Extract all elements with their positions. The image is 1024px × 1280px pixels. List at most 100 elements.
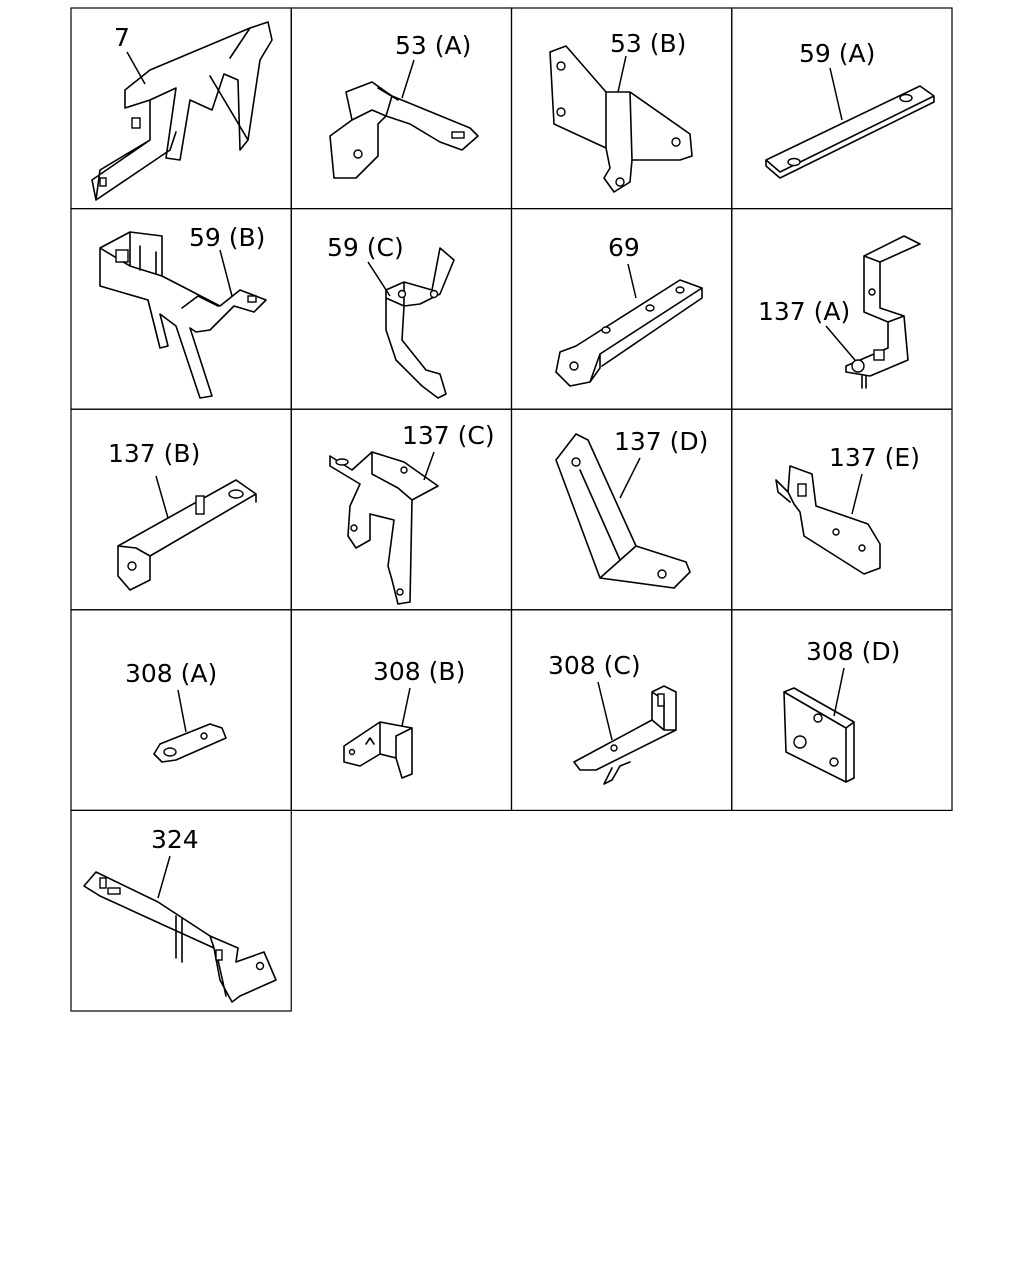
leader-53a: [401, 59, 415, 99]
label-308c: 308 (C): [548, 651, 641, 680]
label-53b: 53 (B): [610, 29, 686, 58]
part-308d: 308 (D): [783, 637, 900, 783]
part-137c-hole-1: [335, 458, 349, 466]
part-308a-hole-1: [163, 747, 177, 757]
label-308a: 308 (A): [125, 659, 217, 688]
label-7: 7: [114, 23, 130, 52]
leader-137c: [423, 451, 435, 481]
part-137c-hole-4: [396, 588, 404, 596]
part-53b-hole-4: [615, 177, 625, 187]
label-59c: 59 (C): [327, 233, 404, 262]
part-53b-hole-2: [556, 107, 566, 117]
part-7-drawing: [91, 21, 273, 201]
part-308c-hole: [610, 744, 618, 752]
part-137b-hole-1: [228, 489, 244, 499]
part-53a-slot: [451, 131, 465, 139]
part-308b-hole: [348, 748, 356, 756]
part-59c-hole-2: [429, 289, 439, 299]
part-59b: 59 (B): [99, 223, 267, 399]
part-137b: 137 (B): [108, 439, 257, 591]
part-137d-hole-2: [657, 569, 667, 579]
part-308a-hole-2: [200, 732, 208, 740]
part-137d-hole-1: [571, 457, 581, 467]
part-59a: 59 (A): [765, 39, 935, 179]
part-137a-drawing: [845, 235, 921, 389]
label-59b: 59 (B): [189, 223, 265, 252]
part-59b-nut: [115, 249, 129, 263]
part-69-drawing: [555, 279, 703, 387]
part-59c-drawing: [385, 247, 455, 399]
label-69: 69: [608, 233, 640, 262]
part-53a-hole: [353, 149, 363, 159]
leader-324: [157, 855, 171, 899]
part-59b-slot: [247, 295, 257, 303]
part-137a-clip: [873, 349, 885, 361]
part-137b-hole-2: [127, 561, 137, 571]
label-137d: 137 (D): [614, 427, 708, 456]
part-59a-hole-1: [787, 157, 801, 167]
part-308b-drawing: [343, 721, 413, 779]
label-137c: 137 (C): [402, 421, 495, 450]
part-53b-hole-3: [671, 137, 681, 147]
part-308c: 308 (C): [548, 651, 677, 785]
part-137c-drawing: [329, 451, 439, 605]
leader-7: [126, 51, 146, 85]
part-53a-drawing: [329, 81, 479, 179]
part-324-drawing: [83, 871, 277, 1003]
part-53a: 53 (A): [329, 31, 479, 179]
part-324-slot-1: [99, 877, 107, 889]
part-137d-drawing: [555, 433, 691, 589]
label-137a: 137 (A): [758, 297, 850, 326]
leader-137e: [851, 473, 863, 515]
part-59a-hole-2: [899, 93, 913, 103]
grid-cell: [70, 809, 292, 1012]
part-308a: 308 (A): [125, 659, 227, 763]
part-137b-drawing: [117, 479, 257, 591]
leader-308b: [401, 687, 411, 727]
part-69-hole-3: [675, 286, 685, 294]
label-53a: 53 (A): [395, 31, 471, 60]
leader-59b: [219, 249, 233, 297]
leader-53b: [617, 55, 627, 93]
part-324-hole: [255, 961, 265, 971]
part-308c-drawing: [573, 685, 677, 785]
part-308b-notch: [365, 737, 375, 745]
part-308d-hole-2: [793, 735, 807, 749]
part-7-slot: [131, 117, 141, 129]
part-53b-hole-1: [556, 61, 566, 71]
part-137e: 137 (E): [775, 443, 920, 575]
part-308d-drawing: [783, 687, 855, 783]
leader-59a: [829, 67, 843, 121]
part-324: 324: [83, 825, 277, 1003]
part-137e-hole-1: [832, 528, 840, 536]
part-59b-drawing: [99, 231, 267, 399]
part-308b: 308 (B): [343, 657, 465, 779]
part-137e-hole-2: [858, 544, 866, 552]
leader-308c: [597, 681, 613, 741]
part-137a-nut: [851, 359, 865, 373]
part-137c-hole-3: [350, 524, 358, 532]
part-53b: 53 (B): [549, 29, 693, 193]
part-324-slot-3: [215, 949, 223, 961]
label-137b: 137 (B): [108, 439, 200, 468]
part-7-slot-2: [99, 177, 107, 187]
part-53b-drawing: [549, 45, 693, 193]
part-137e-slot: [797, 483, 807, 497]
leader-137a: [825, 325, 861, 367]
part-137a: 137 (A): [758, 235, 921, 389]
label-308d: 308 (D): [806, 637, 900, 666]
part-308d-hole-1: [813, 713, 823, 723]
label-137e: 137 (E): [829, 443, 920, 472]
part-69-hole-4: [569, 361, 579, 371]
grid-cell: [510, 609, 733, 811]
part-59c-hole-1: [397, 289, 407, 299]
leader-137d: [619, 457, 641, 499]
part-137a-hole: [868, 288, 876, 296]
part-137c-hole-2: [400, 466, 408, 474]
part-137d: 137 (D): [555, 427, 708, 589]
grid-cell: [290, 609, 513, 811]
grid-cell: [731, 408, 953, 611]
part-69-hole-2: [645, 304, 655, 312]
label-324: 324: [151, 825, 199, 854]
